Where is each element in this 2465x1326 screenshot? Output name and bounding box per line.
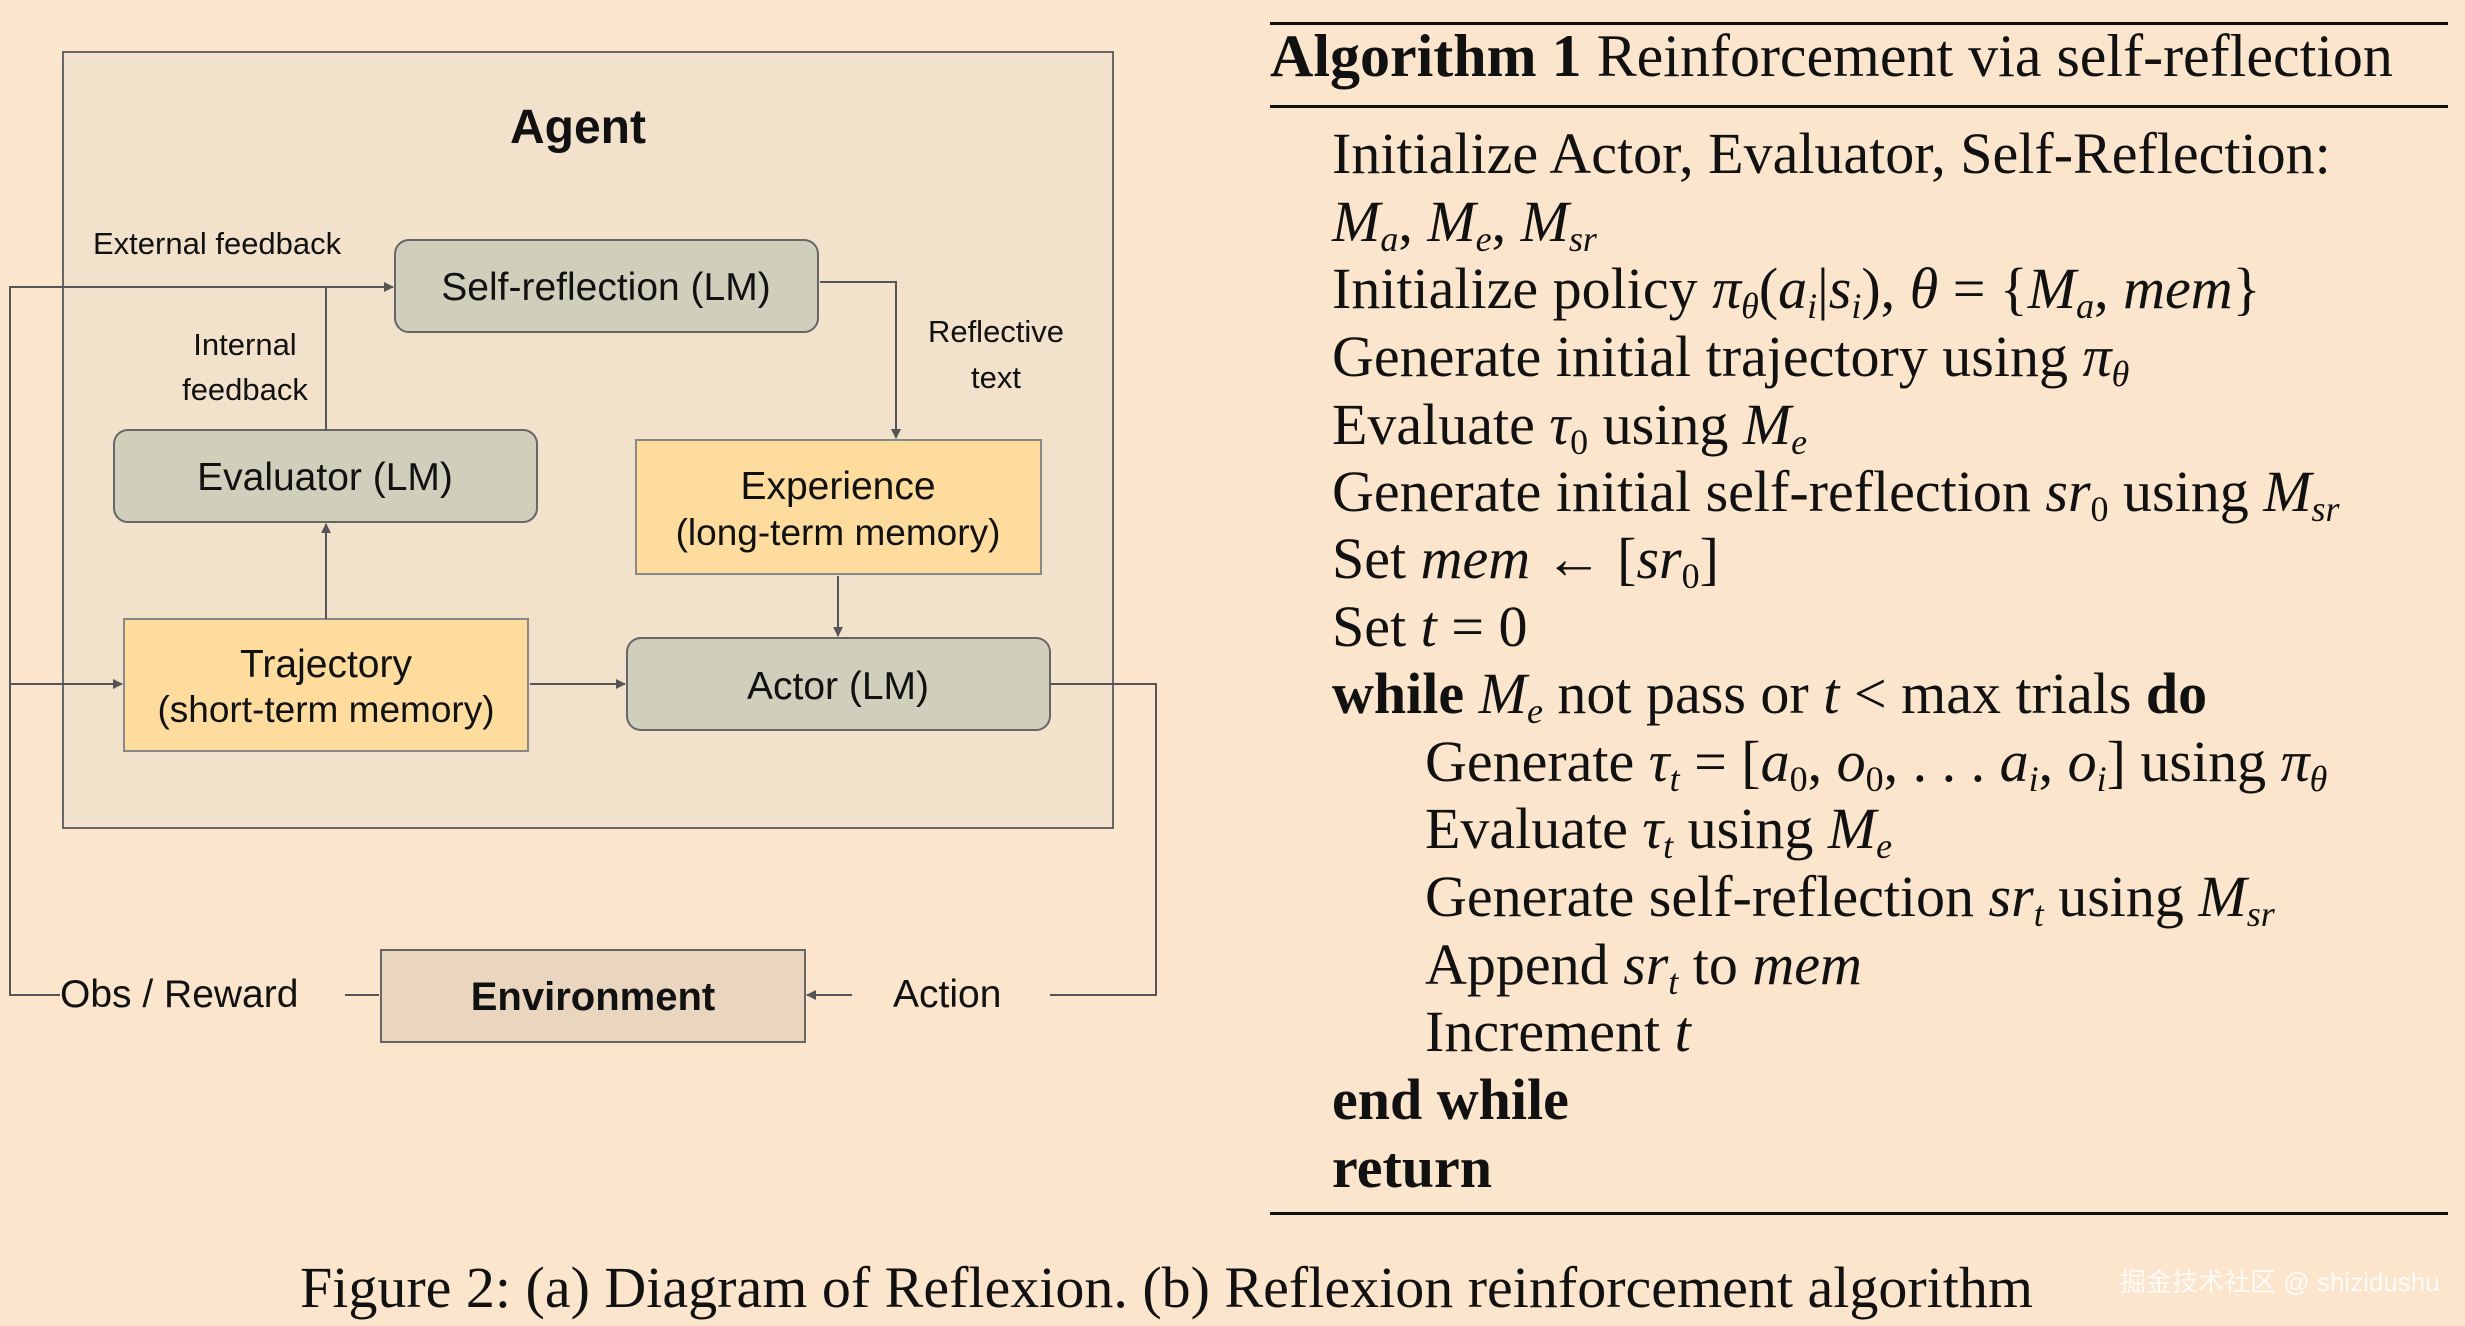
algorithm-line-eval-tau0: Evaluate τ0 using Me	[1332, 392, 1808, 463]
experience-label-1: Experience	[740, 465, 935, 508]
algorithm-line-gen-srt: Generate self-reflection srt using Msr	[1425, 864, 2275, 935]
actor-label: Actor (LM)	[747, 665, 929, 708]
algorithm-line-gen-sr0: Generate initial self-reflection sr0 usi…	[1332, 459, 2340, 530]
trajectory-box	[123, 618, 529, 752]
reflective-text-label-2: text	[971, 360, 1021, 395]
watermark: 掘金技术社区 @ shizidushu	[2120, 1267, 2440, 1297]
trajectory-label-2: (short-term memory)	[157, 689, 494, 730]
algorithm-line-eval-taut: Evaluate τt using Me	[1425, 796, 1893, 867]
external-feedback-label: External feedback	[93, 226, 342, 261]
algorithm-line-init-models: Initialize Actor, Evaluator, Self-Reflec…	[1332, 121, 2331, 186]
reflective-text-arrow	[820, 281, 901, 439]
algorithm-line-gen-traj: Generate initial trajectory using πθ	[1332, 324, 2130, 395]
obs-loop-line	[9, 286, 326, 996]
actor-to-action-line	[1050, 683, 1157, 996]
environment-box	[380, 949, 806, 1043]
algorithm-title-text: Reinforcement via self-reflection	[1596, 23, 2393, 89]
algorithm-title: Algorithm 1 Reinforcement via self-refle…	[1270, 22, 2393, 91]
algorithm-line-init-policy: Initialize policy πθ(ai|si), θ = {Ma, me…	[1332, 256, 2261, 327]
action-label: Action	[893, 973, 1001, 1016]
algorithm-number: Algorithm 1	[1270, 23, 1582, 89]
figure-caption: Figure 2: (a) Diagram of Reflexion. (b) …	[300, 1255, 2033, 1320]
self-reflection-label: Self-reflection (LM)	[441, 266, 770, 309]
evaluator-label: Evaluator (LM)	[197, 456, 453, 499]
experience-box	[635, 439, 1042, 575]
algorithm-line-append: Append srt to mem	[1425, 932, 1862, 1003]
algorithm-mid-rule	[1270, 105, 2448, 108]
reflective-text-label-1: Reflective	[928, 314, 1064, 349]
obs-reward-label: Obs / Reward	[60, 973, 298, 1016]
algorithm-line-set-mem: Set mem ← [sr0]	[1332, 526, 1719, 597]
agent-label: Agent	[510, 101, 646, 154]
algorithm-top-rule	[1270, 22, 2448, 25]
experience-label-2: (long-term memory)	[676, 512, 1001, 553]
algorithm-line-gen-taut: Generate τt = [a0, o0, . . . ai, oi] usi…	[1425, 729, 2328, 800]
internal-feedback-label-2: feedback	[182, 372, 308, 407]
algorithm-line-end-while: end while	[1332, 1067, 1569, 1132]
self-reflection-box	[394, 239, 819, 333]
internal-feedback-label-1: Internal	[193, 327, 296, 362]
algorithm-bottom-rule	[1270, 1212, 2448, 1215]
algorithm-line-set-t: Set t = 0	[1332, 594, 1528, 659]
algorithm-line-while: while Me not pass or t < max trials do	[1332, 661, 2208, 732]
trajectory-label-1: Trajectory	[240, 643, 412, 686]
environment-label: Environment	[471, 975, 715, 1019]
algorithm-line-return: return	[1332, 1135, 1493, 1200]
reflexion-diagram: Agent Self-reflection (LM) Evaluator (LM…	[9, 51, 1157, 1043]
algorithm-line-increment: Increment t	[1425, 999, 1691, 1064]
algorithm-line-init-models-2: Ma, Me, Msr	[1332, 189, 1597, 260]
